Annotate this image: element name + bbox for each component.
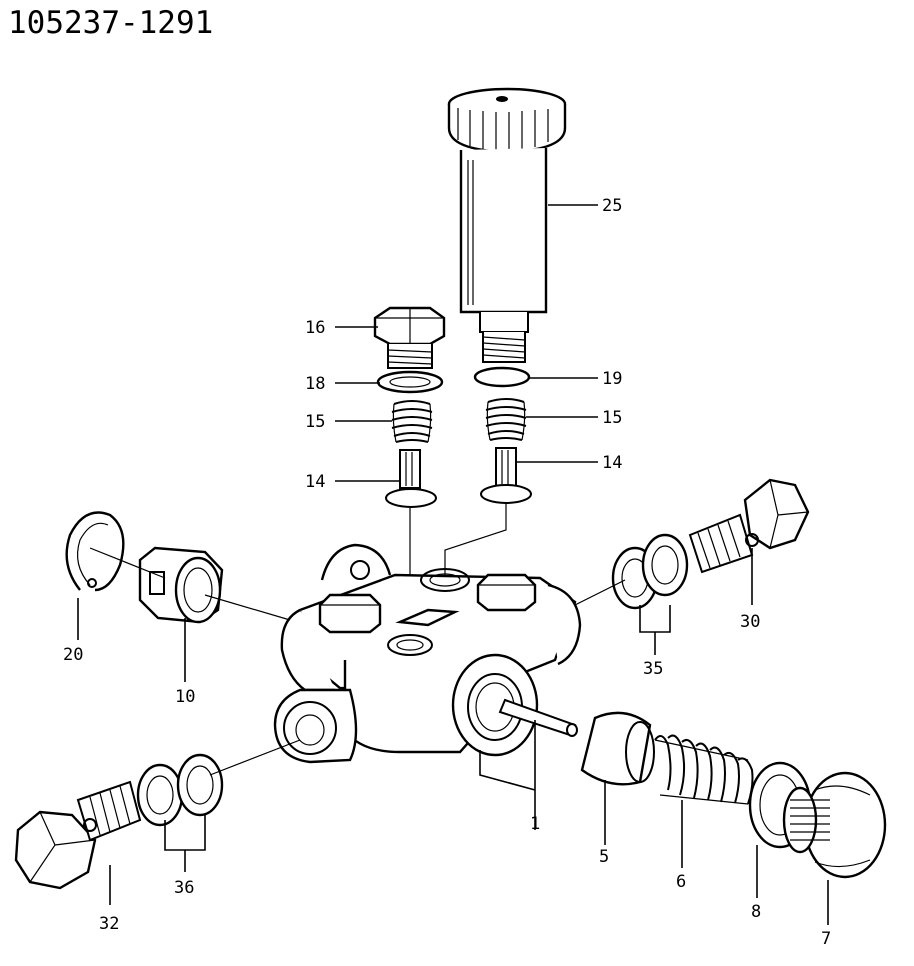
eye-bolt-part-32 [14,780,142,890]
eye-bolt-part-30 [688,478,810,574]
washer-part-18 [376,370,444,394]
plug-part-16 [373,306,446,369]
label-part-16: 16 [305,318,325,338]
label-part-10: 10 [175,687,195,707]
snap-ring-part-20 [65,511,125,592]
label-part-25: 25 [602,196,622,216]
label-part-15-right: 15 [602,408,622,428]
priming-pump-part-25 [447,87,567,363]
pump-housing [273,543,582,764]
o-ring-part-19 [473,366,531,388]
washers-part-35 [611,533,689,610]
label-part-36: 36 [174,878,194,898]
callout-labels: 25 16 18 15 14 19 15 14 30 35 20 10 1 5 … [63,196,831,949]
label-part-20: 20 [63,645,83,665]
label-part-7: 7 [821,929,831,949]
label-part-30: 30 [740,612,760,632]
label-part-32: 32 [99,914,119,934]
spring-part-6 [654,734,754,805]
label-part-6: 6 [676,872,686,892]
drawing-title: 105237-1291 [8,5,213,41]
label-part-14-right: 14 [602,453,622,473]
leader-lines [77,204,829,925]
spring-part-15-right [485,398,527,441]
valve-part-14-right [480,447,532,504]
valve-part-14-left [385,449,437,508]
label-part-14-left: 14 [305,472,325,492]
label-part-19: 19 [602,369,622,389]
label-part-8: 8 [751,902,761,922]
label-part-1: 1 [530,814,540,834]
label-part-15-left: 15 [305,412,325,432]
label-part-35: 35 [643,659,663,679]
washers-part-36 [136,753,224,827]
shaft-part-1 [498,698,578,737]
spring-part-15-left [391,400,433,443]
label-part-18: 18 [305,374,325,394]
label-part-5: 5 [599,847,609,867]
plug-part-7 [782,771,887,879]
cup-part-5 [580,711,655,786]
sleeve-part-10 [138,546,224,624]
